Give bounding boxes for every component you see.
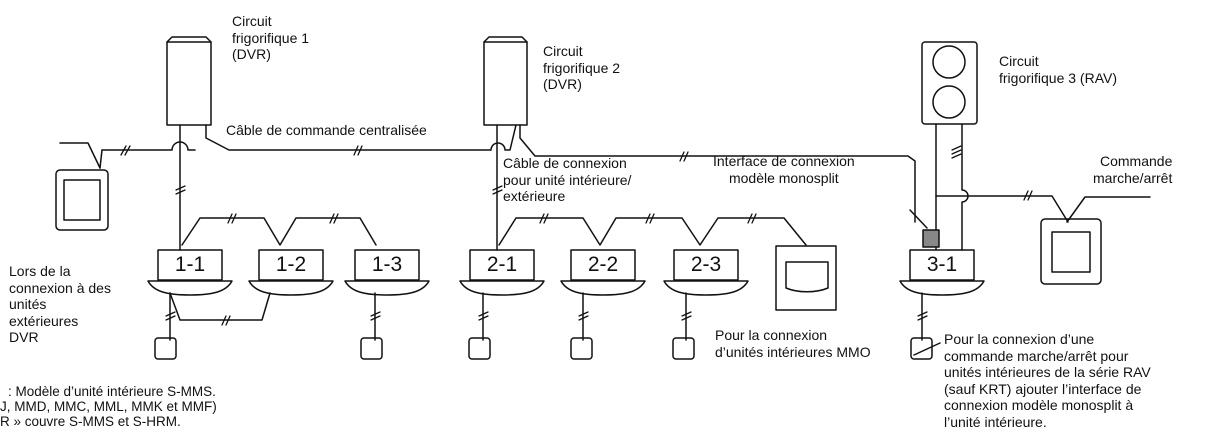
monosplit-interface-box — [922, 229, 940, 248]
wired-remote-controllers — [154, 337, 933, 360]
indoor-unit-3-1-label: 3-1 — [926, 253, 958, 276]
rav-note-leader — [913, 342, 941, 356]
rav-note: Pour la connexion d’une commande marche/… — [944, 331, 1151, 430]
circuit-3-label: Circuit frigorifique 3 (RAV) — [999, 53, 1118, 86]
indoor-unit-1-3-label: 1-3 — [371, 253, 403, 276]
circuit-1-label: Circuit frigorifique 1 (DVR) — [232, 13, 310, 62]
onoff-remote-controller — [1040, 218, 1102, 285]
central-remote-controller — [55, 169, 109, 231]
indoor-unit-1-2-label: 1-2 — [275, 253, 307, 276]
indoor-unit-bodies — [147, 249, 985, 296]
outdoor-unit-2 — [483, 36, 528, 126]
circuit-1-wiring — [169, 124, 377, 341]
indoor-unit-1-1-label: 1-1 — [174, 253, 206, 276]
outdoor-unit-3 — [921, 41, 978, 125]
onoff-control-label: Commande marche/arrêt — [1093, 153, 1173, 186]
interface-label: Interface de connexion modèle monosplit — [713, 153, 855, 186]
indoor-unit-2-2-label: 2-2 — [587, 253, 619, 276]
circuit-2-label: Circuit frigorifique 2 (DVR) — [543, 43, 621, 92]
dvr-note: Lors de la connexion à des unités extéri… — [9, 263, 111, 345]
connection-cable-label: Câble de connexion pour unité intérieure… — [503, 155, 632, 204]
outdoor-unit-1 — [166, 36, 212, 126]
footnote: : Modèle d’unité intérieure S-MMS. J, MM… — [0, 384, 217, 429]
circuit-3-wiring — [909, 123, 1069, 341]
circuit-2-wiring — [482, 124, 807, 341]
onoff-leader — [1066, 196, 1151, 223]
indoor-unit-2-3-label: 2-3 — [690, 253, 722, 276]
indoor-unit-2-1-label: 2-1 — [486, 253, 518, 276]
cable-slash-marks — [120, 145, 1033, 326]
mmo-note: Pour la connexion d’unités intérieures M… — [715, 327, 871, 360]
mmo-remote-controller — [775, 245, 837, 311]
central-cable-label: Câble de commande centralisée — [226, 122, 427, 138]
